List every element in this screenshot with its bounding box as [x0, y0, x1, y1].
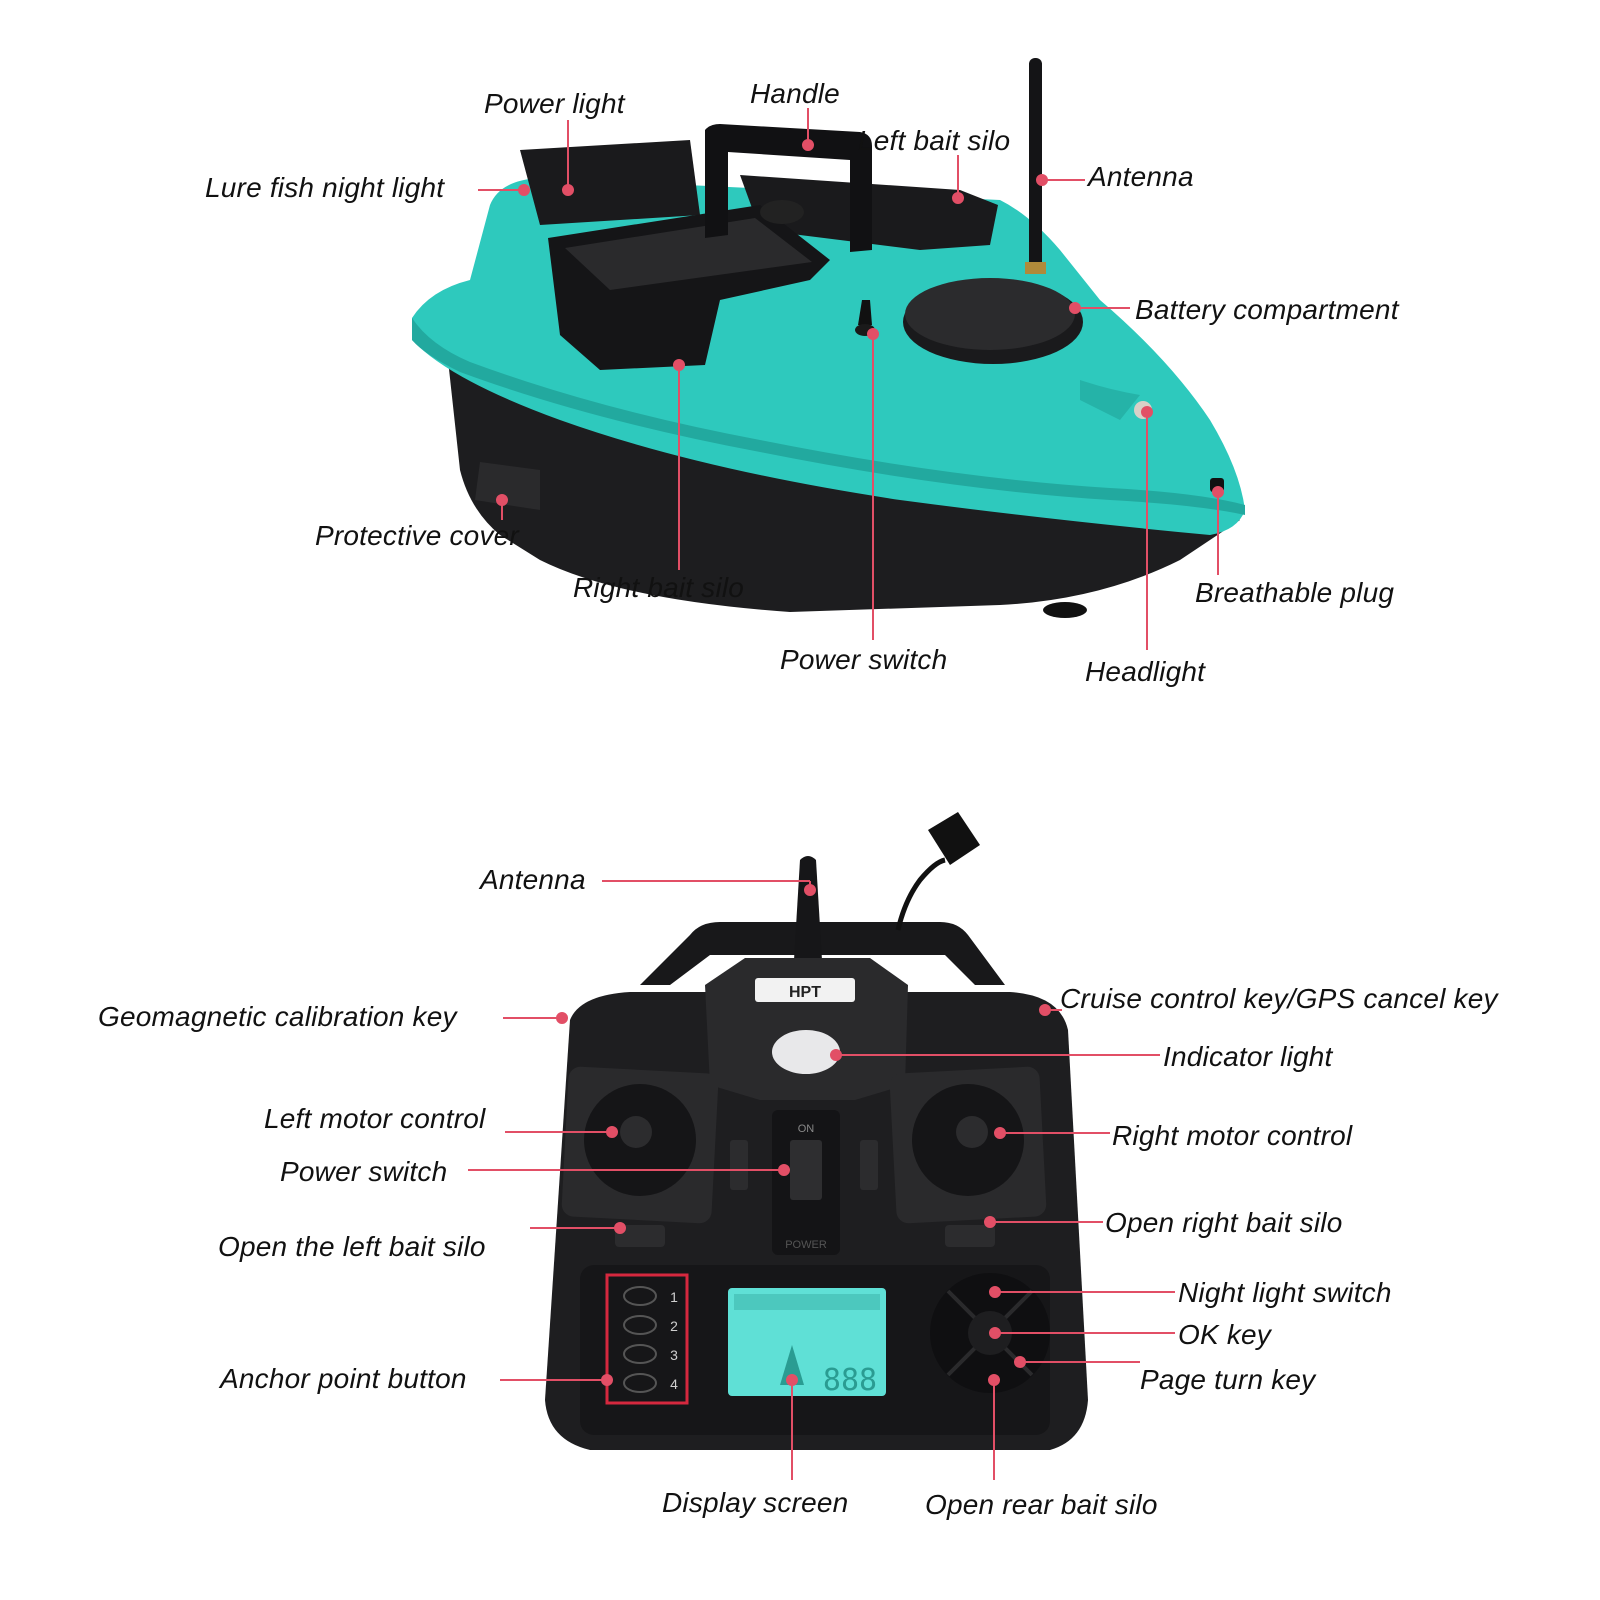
boat-rear-hopper [520, 140, 700, 225]
boat-bow-groove [1080, 380, 1140, 420]
label-cruise-control-key: Cruise control key/GPS cancel key [1060, 983, 1498, 1014]
remote-right-trim [860, 1140, 878, 1190]
remote-lcd [728, 1288, 886, 1396]
boat-keel [1043, 602, 1087, 618]
label-ok-key: OK key [1178, 1319, 1272, 1350]
label-open-right-bait-silo: Open right bait silo [1105, 1207, 1343, 1238]
label-battery-compartment: Battery compartment [1135, 294, 1399, 325]
boat-deck-shade [412, 318, 1245, 515]
boat-deck-knob [760, 200, 804, 224]
remote-left-silo-switch [615, 1225, 665, 1247]
label-power-light: Power light [484, 88, 625, 119]
remote-anchor-btn-2 [623, 1315, 657, 1335]
remote-anchor-box [605, 1273, 689, 1405]
label-left-bait-silo: Left bait silo [858, 125, 1011, 156]
label-handle: Handle [750, 78, 840, 109]
leader-lines [468, 108, 1224, 1480]
anchor-number-4: 4 [670, 1376, 678, 1392]
boat-battery-lid [905, 278, 1075, 350]
label-night-light-switch: Night light switch [1178, 1277, 1392, 1308]
label-geomagnetic-calibration-key: Geomagnetic calibration key [98, 1001, 457, 1032]
remote-indicator-light [772, 1030, 840, 1074]
boat-power-switch [858, 300, 872, 325]
boat-handle [705, 124, 872, 252]
remote-left-stick [620, 1116, 652, 1148]
anchor-number-3: 3 [670, 1347, 678, 1363]
label-antenna-boat: Antenna [1088, 161, 1194, 192]
remote-on-text: ON [798, 1123, 815, 1135]
remote-power-slider [790, 1140, 822, 1200]
anchor-number-2: 2 [670, 1318, 678, 1334]
remote-lanyard [895, 857, 946, 931]
remote-control [545, 812, 1088, 1450]
remote-right-silo-switch [945, 1225, 995, 1247]
remote-lanyard-tab [928, 812, 980, 865]
label-power-switch-boat: Power switch [780, 644, 948, 675]
label-open-left-bait-silo: Open the left bait silo [218, 1231, 486, 1262]
label-left-motor-control: Left motor control [264, 1103, 486, 1134]
label-anchor-point-button: Anchor point button [220, 1363, 467, 1394]
lcd-digits: 888 [823, 1363, 877, 1398]
label-open-rear-bait-silo: Open rear bait silo [925, 1489, 1158, 1520]
remote-anchor-btn-1 [623, 1286, 657, 1306]
remote-antenna [794, 856, 822, 960]
label-page-turn-key: Page turn key [1140, 1364, 1316, 1395]
boat-antenna-base [1025, 262, 1046, 274]
remote-brand: HPT [789, 984, 821, 1001]
remote-brand-plate [755, 978, 855, 1002]
remote-lcd-topbar [734, 1294, 880, 1310]
remote-handle [640, 922, 1005, 985]
label-power-switch-remote: Power switch [280, 1156, 448, 1187]
remote-anchor-btn-3 [623, 1344, 657, 1364]
label-display-screen: Display screen [662, 1487, 849, 1518]
bait-boat [412, 58, 1245, 618]
boat-antenna [1029, 58, 1042, 272]
label-indicator-light: Indicator light [1163, 1041, 1333, 1072]
label-headlight: Headlight [1085, 656, 1206, 687]
label-breathable-plug: Breathable plug [1195, 577, 1395, 608]
remote-power-text: POWER [785, 1239, 827, 1251]
remote-anchor-btn-4 [623, 1373, 657, 1393]
label-protective-cover: Protective cover [315, 520, 519, 551]
boat-protective-cover [475, 462, 540, 510]
remote-right-stick [956, 1116, 988, 1148]
boat-right-hopper-inner [565, 218, 812, 290]
label-right-bait-silo: Right bait silo [573, 572, 745, 603]
label-antenna-remote: Antenna [480, 864, 586, 895]
label-right-motor-control: Right motor control [1112, 1120, 1353, 1151]
anchor-number-1: 1 [670, 1289, 678, 1305]
remote-lcd-boat-icon [780, 1345, 804, 1385]
remote-left-trim [730, 1140, 748, 1190]
label-lure-fish-night-light: Lure fish night light [205, 172, 445, 203]
